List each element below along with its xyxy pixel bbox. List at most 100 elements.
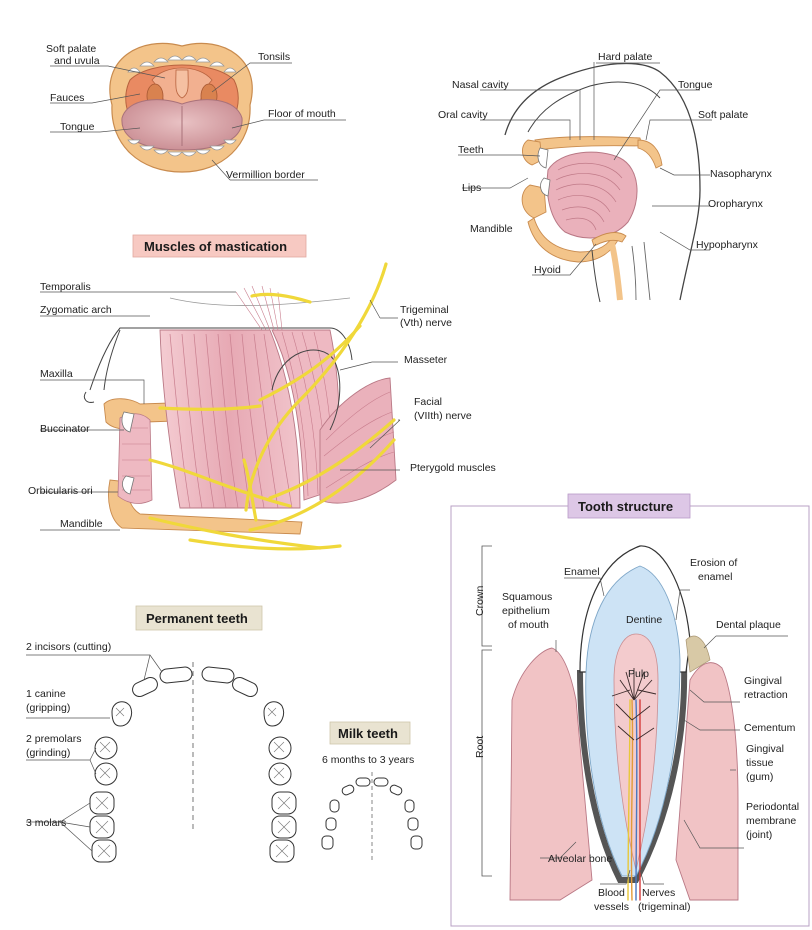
label-vermillion-border: Vermillion border	[226, 169, 305, 181]
label-trigeminal-2: (Vth) nerve	[400, 317, 452, 329]
mastication-title: Muscles of mastication	[144, 239, 287, 254]
label-teeth: Teeth	[458, 144, 484, 156]
label-premolars-1: 2 premolars	[26, 733, 81, 745]
label-lips: Lips	[462, 182, 481, 194]
label-hard-palate: Hard palate	[598, 51, 652, 63]
label-facial-1: Facial	[414, 396, 442, 408]
label-maxilla: Maxilla	[40, 368, 73, 380]
label-gingival-retraction-1: Gingival	[744, 675, 782, 687]
label-tonsils: Tonsils	[258, 51, 290, 63]
hyoid-shape	[591, 232, 627, 247]
label-alveolar-bone: Alveolar bone	[548, 853, 612, 865]
label-periodontal-1: Periodontal	[746, 801, 799, 813]
label-incisors: 2 incisors (cutting)	[26, 641, 111, 653]
permanent-teeth-view: Permanent teeth	[26, 605, 297, 863]
label-cementum: Cementum	[744, 722, 796, 734]
nerve-endings	[611, 668, 657, 741]
label-periodontal-3: (joint)	[746, 829, 772, 841]
mastication-title-box	[132, 234, 307, 258]
label-oral-cavity: Oral cavity	[438, 109, 488, 121]
crown-bracket	[481, 545, 492, 647]
label-mandible-side: Mandible	[470, 223, 513, 235]
permanent-title: Permanent teeth	[146, 611, 248, 626]
milk-teeth-view: Milk teeth 6 months to 3 years	[321, 721, 423, 860]
sagittal-head-view: Hard palate Nasal cavity Tongue Oral cav…	[438, 51, 773, 303]
label-erosion-2: enamel	[698, 571, 732, 583]
milk-subtitle: 6 months to 3 years	[322, 754, 414, 766]
label-canine-2: (gripping)	[26, 702, 70, 714]
label-pterygoid: Pterygold muscles	[410, 462, 496, 474]
head-outline	[504, 62, 701, 301]
label-fauces: Fauces	[50, 92, 84, 104]
lower-tooth	[540, 177, 551, 197]
pulp	[613, 633, 659, 871]
mastication-view: Muscles of mastication	[28, 234, 496, 551]
label-squamous-3: of mouth	[508, 619, 549, 631]
soft-palate-shape	[637, 139, 663, 169]
label-erosion-1: Erosion of	[690, 557, 737, 569]
label-dentine: Dentine	[626, 614, 662, 626]
facial-nerve	[148, 418, 396, 551]
label-trigeminal-1: Trigeminal	[400, 304, 449, 316]
label-buccinator: Buccinator	[40, 423, 90, 435]
label-canine-1: 1 canine	[26, 688, 66, 700]
milk-title: Milk teeth	[338, 726, 398, 741]
label-pulp: Pulp	[628, 668, 649, 680]
uvula-shape	[175, 69, 189, 99]
milk-arch-teeth	[321, 777, 423, 850]
label-floor-of-mouth: Floor of mouth	[268, 108, 336, 120]
sagittal-tongue	[546, 151, 638, 239]
label-tongue-front: Tongue	[60, 121, 95, 133]
label-temporalis: Temporalis	[40, 281, 91, 293]
lower-teeth-row	[127, 139, 237, 157]
gum-left	[509, 647, 593, 901]
gum-right	[675, 662, 739, 901]
label-gingival-retraction-2: retraction	[744, 689, 788, 701]
pterygoid-muscle	[319, 377, 397, 504]
hard-palate-shape	[534, 136, 643, 151]
label-blood-2: vessels	[594, 901, 629, 913]
label-oropharynx: Oropharynx	[708, 198, 764, 210]
label-zygomatic-arch: Zygomatic arch	[40, 304, 112, 316]
permanent-title-box	[135, 605, 263, 631]
milk-title-box	[329, 721, 411, 745]
label-hypopharynx: Hypopharynx	[696, 239, 759, 251]
label-squamous-1: Squamous	[502, 591, 552, 603]
label-crown: Crown	[474, 585, 486, 616]
label-squamous-2: epithelium	[502, 605, 550, 617]
tooth-title-box	[567, 493, 691, 519]
label-blood-1: Blood	[598, 887, 625, 899]
label-soft-palate-side: Soft palate	[698, 109, 748, 121]
label-periodontal-2: membrane	[746, 815, 796, 827]
label-gingival-tissue-3: (gum)	[746, 771, 773, 783]
label-mandible-muscle: Mandible	[60, 518, 103, 530]
label-masseter: Masseter	[404, 354, 448, 366]
label-molars: 3 molars	[26, 817, 66, 829]
lower-lip-shape	[521, 184, 547, 219]
label-nasal-cavity: Nasal cavity	[452, 79, 509, 91]
label-root: Root	[474, 736, 486, 758]
label-premolars-2: (grinding)	[26, 747, 70, 759]
label-enamel: Enamel	[564, 566, 600, 578]
label-soft-palate-2: and uvula	[54, 55, 100, 67]
temporalis-muscle	[235, 285, 283, 331]
label-nerves-1: Nerves	[642, 887, 675, 899]
mouth-front-view: Soft palate and uvula Fauces Tongue Tons…	[46, 42, 346, 181]
label-gingival-tissue-2: tissue	[746, 757, 774, 769]
label-soft-palate-1: Soft palate	[46, 43, 96, 55]
root-canal-bundle	[627, 699, 641, 901]
label-gingival-tissue-1: Gingival	[746, 743, 784, 755]
masseter-muscle	[159, 329, 301, 509]
label-nerves-2: (trigeminal)	[638, 901, 691, 913]
tooth-title: Tooth structure	[578, 499, 673, 514]
label-hyoid: Hyoid	[534, 264, 561, 276]
root-bracket	[481, 649, 492, 877]
trigeminal-nerve	[158, 262, 388, 512]
plaque-deposit	[685, 635, 711, 673]
label-facial-2: (VIIth) nerve	[414, 410, 472, 422]
label-tongue-side: Tongue	[678, 79, 713, 91]
label-nasopharynx: Nasopharynx	[710, 168, 773, 180]
upper-teeth-row	[127, 55, 237, 73]
label-orbicularis: Orbicularis ori	[28, 485, 93, 497]
